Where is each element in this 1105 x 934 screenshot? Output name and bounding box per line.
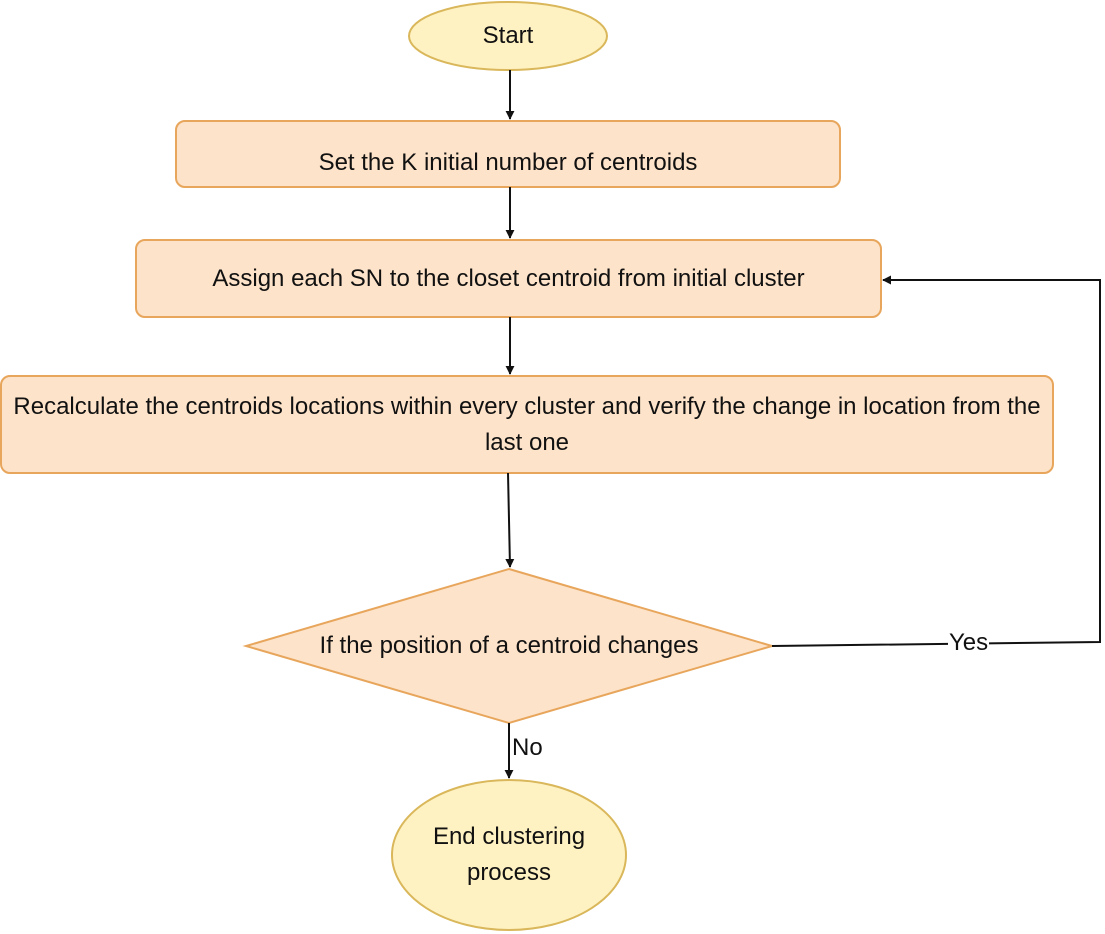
recalculate-label: Recalculate the centroids locations with… bbox=[13, 392, 1041, 456]
edge-decision-yes-loop bbox=[771, 275, 1101, 647]
edge-recalculate-to-decision bbox=[505, 472, 515, 568]
set-centroids-label: Set the K initial number of centroids bbox=[318, 149, 698, 176]
decision-label: If the position of a centroid changes bbox=[319, 632, 699, 659]
end-label: End clustering process bbox=[432, 823, 586, 886]
edge-label-yes: Yes bbox=[948, 629, 990, 656]
end-terminal-shape bbox=[391, 779, 627, 931]
edge-label-no: No bbox=[511, 734, 544, 761]
assign-process-shape bbox=[135, 239, 882, 318]
assign-label: Assign each SN to the closet centroid fr… bbox=[212, 264, 805, 292]
start-terminal-shape bbox=[408, 1, 608, 71]
recalculate-process-shape bbox=[0, 375, 1054, 474]
start-label: Start bbox=[482, 22, 534, 49]
set-centroids-process-shape bbox=[175, 120, 841, 188]
